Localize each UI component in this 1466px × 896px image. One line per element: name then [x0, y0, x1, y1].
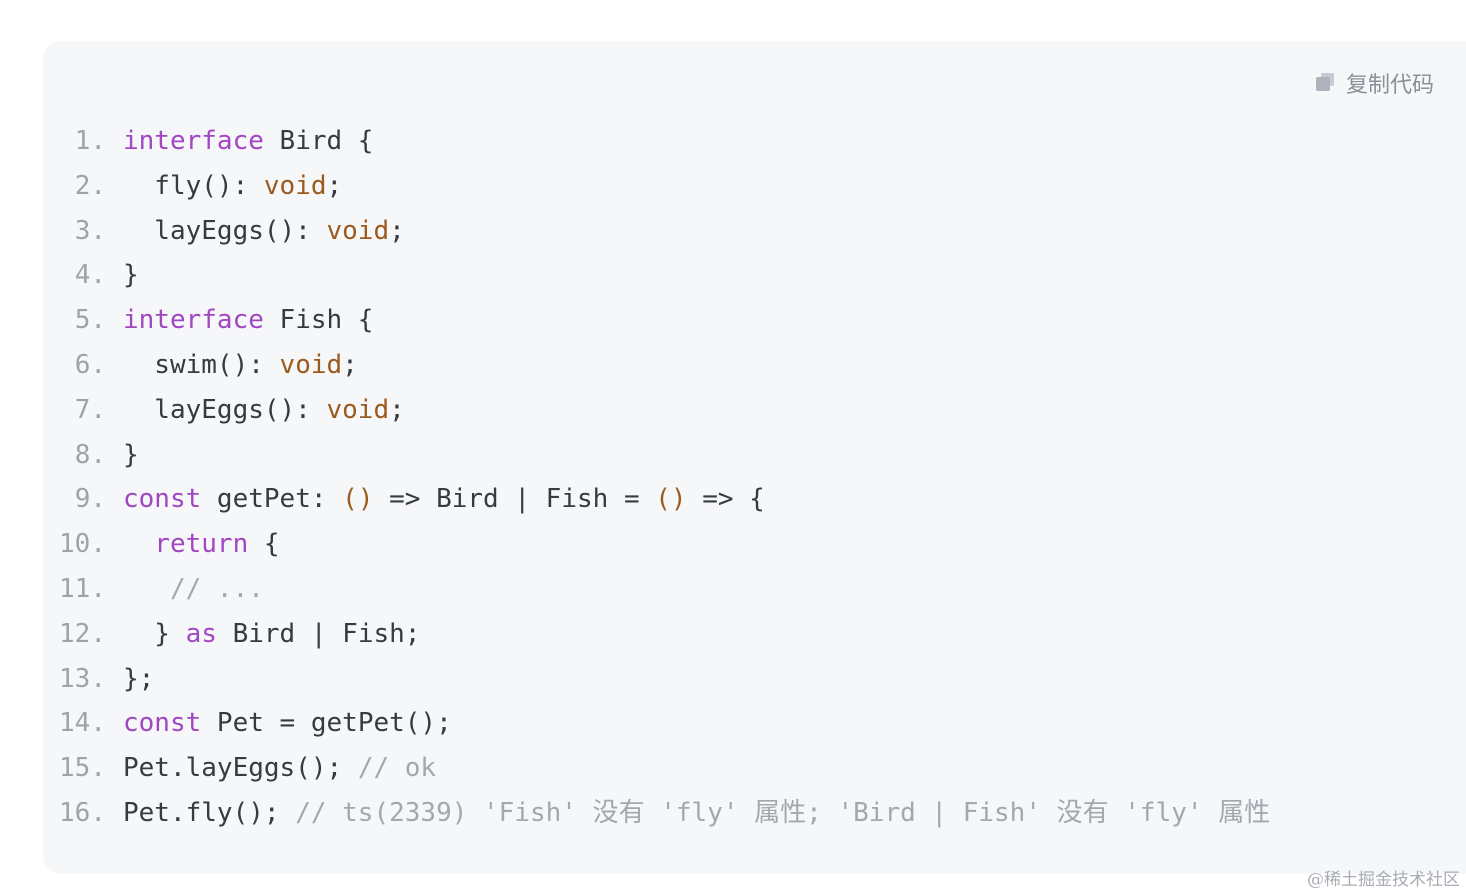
code-token: }	[123, 260, 139, 291]
code-token: layEggs():	[123, 394, 327, 425]
code-token: const	[123, 484, 202, 515]
line-number: 11.	[59, 573, 106, 604]
code-line: 6. swim(): void;	[43, 343, 1466, 388]
code-line: 5. interface Fish {	[43, 298, 1466, 343]
code-token: const	[123, 708, 202, 739]
code-token: // ...	[169, 573, 264, 604]
code-token: Bird | Fish;	[216, 618, 421, 649]
code-token: Pet.layEggs();	[123, 753, 358, 784]
code-text: };	[123, 657, 154, 702]
code-token: => {	[686, 484, 765, 515]
code-line: 14. const Pet = getPet();	[43, 701, 1466, 746]
code-token: getPet:	[201, 484, 343, 515]
code-token: void	[263, 170, 327, 201]
code-token: Fish {	[263, 305, 374, 336]
code-text: } as Bird | Fish;	[123, 612, 420, 657]
line-number: 14.	[59, 708, 106, 739]
code-text: }	[123, 253, 139, 298]
code-token: Bird {	[263, 126, 374, 156]
code-text: return {	[123, 522, 280, 567]
code-token: ;	[389, 215, 405, 246]
code-token: interface	[123, 126, 264, 156]
line-number: 5.	[74, 305, 106, 336]
code-text: const Pet = getPet();	[123, 701, 452, 746]
code-token: return	[154, 529, 249, 560]
code-token: as	[185, 618, 217, 649]
code-token: Pet = getPet();	[201, 708, 452, 739]
line-number: 10.	[59, 529, 106, 560]
code-token: void	[279, 349, 343, 380]
code-line: 16. Pet.fly(); // ts(2339) 'Fish' 没有 'fly…	[43, 791, 1466, 836]
code-token: => Bird | Fish =	[373, 484, 656, 515]
code-line: 1. interface Bird {	[43, 119, 1466, 164]
code-line: 7. layEggs(): void;	[43, 388, 1466, 433]
code-text: layEggs(): void;	[123, 388, 405, 433]
line-number: 9.	[74, 484, 106, 515]
line-number: 16.	[59, 797, 106, 828]
code-token	[123, 529, 154, 559]
code-line: 8.}	[43, 433, 1466, 478]
code-text: Pet.fly(); // ts(2339) 'Fish' 没有 'fly' 属…	[123, 791, 1270, 836]
line-number: 6.	[74, 349, 106, 380]
code-text: }	[123, 433, 139, 478]
line-number: 12.	[59, 618, 106, 649]
code-line: 12. } as Bird | Fish;	[43, 612, 1466, 657]
code-text: Pet.layEggs(); // ok	[123, 746, 436, 791]
code-token: layEggs():	[123, 215, 327, 246]
line-number: 4.	[74, 260, 106, 291]
code-text: swim(): void;	[123, 343, 358, 388]
code-text: // ...	[123, 567, 264, 612]
code-token: }	[123, 618, 186, 649]
line-number: 3.	[74, 215, 106, 246]
code-text: interface Fish {	[123, 298, 373, 343]
code-text: const getPet: () => Bird | Fish = () => …	[123, 477, 765, 522]
code-token: };	[123, 663, 155, 694]
code-line: 4.}	[43, 253, 1466, 298]
code-token	[123, 574, 170, 604]
code-text: interface Bird {	[123, 119, 373, 164]
code-token: ;	[342, 349, 358, 380]
code-line: 11. // ...	[43, 567, 1466, 612]
line-number: 13.	[59, 663, 106, 694]
code-content: 1.interface Bird {2. fly(): void;3. layE…	[43, 119, 1466, 836]
code-token: }	[123, 439, 139, 470]
code-token: // ts(2339) 'Fish' 没有 'fly' 属性; 'Bird | …	[295, 797, 1271, 828]
line-number: 1.	[74, 126, 106, 156]
code-line: 13.};	[43, 657, 1466, 702]
code-line: 2. fly(): void;	[43, 164, 1466, 209]
code-token: ()	[655, 484, 687, 515]
code-token: void	[326, 215, 390, 246]
line-number: 8.	[74, 439, 106, 470]
code-token: swim():	[123, 349, 280, 380]
code-token: {	[248, 529, 280, 560]
code-text: layEggs(): void;	[123, 209, 405, 254]
code-line: 15. Pet.layEggs(); // ok	[43, 746, 1466, 791]
code-block: 复制代码 1.interface Bird {2. fly(): void;3.…	[43, 41, 1466, 874]
line-number: 7.	[74, 394, 106, 425]
watermark: @稀土掘金技术社区	[1307, 870, 1460, 890]
code-text: fly(): void;	[123, 164, 342, 209]
code-token: interface	[123, 305, 264, 336]
copy-code-label: 复制代码	[1345, 73, 1434, 98]
copy-code-button[interactable]: 复制代码	[1315, 67, 1434, 99]
code-token: ;	[326, 170, 343, 201]
code-token: fly():	[123, 170, 264, 201]
line-number: 2.	[74, 170, 106, 201]
code-token: ()	[342, 484, 374, 515]
code-token: ;	[389, 394, 405, 425]
code-line: 10. return {	[43, 522, 1466, 567]
line-number: 15.	[59, 753, 106, 784]
code-line: 9. const getPet: () => Bird | Fish = () =…	[43, 477, 1466, 522]
code-token: void	[326, 394, 390, 425]
copy-icon	[1315, 73, 1336, 93]
code-token: // ok	[357, 753, 437, 784]
code-token: Pet.fly();	[123, 797, 296, 828]
code-line: 3. layEggs(): void;	[43, 209, 1466, 254]
